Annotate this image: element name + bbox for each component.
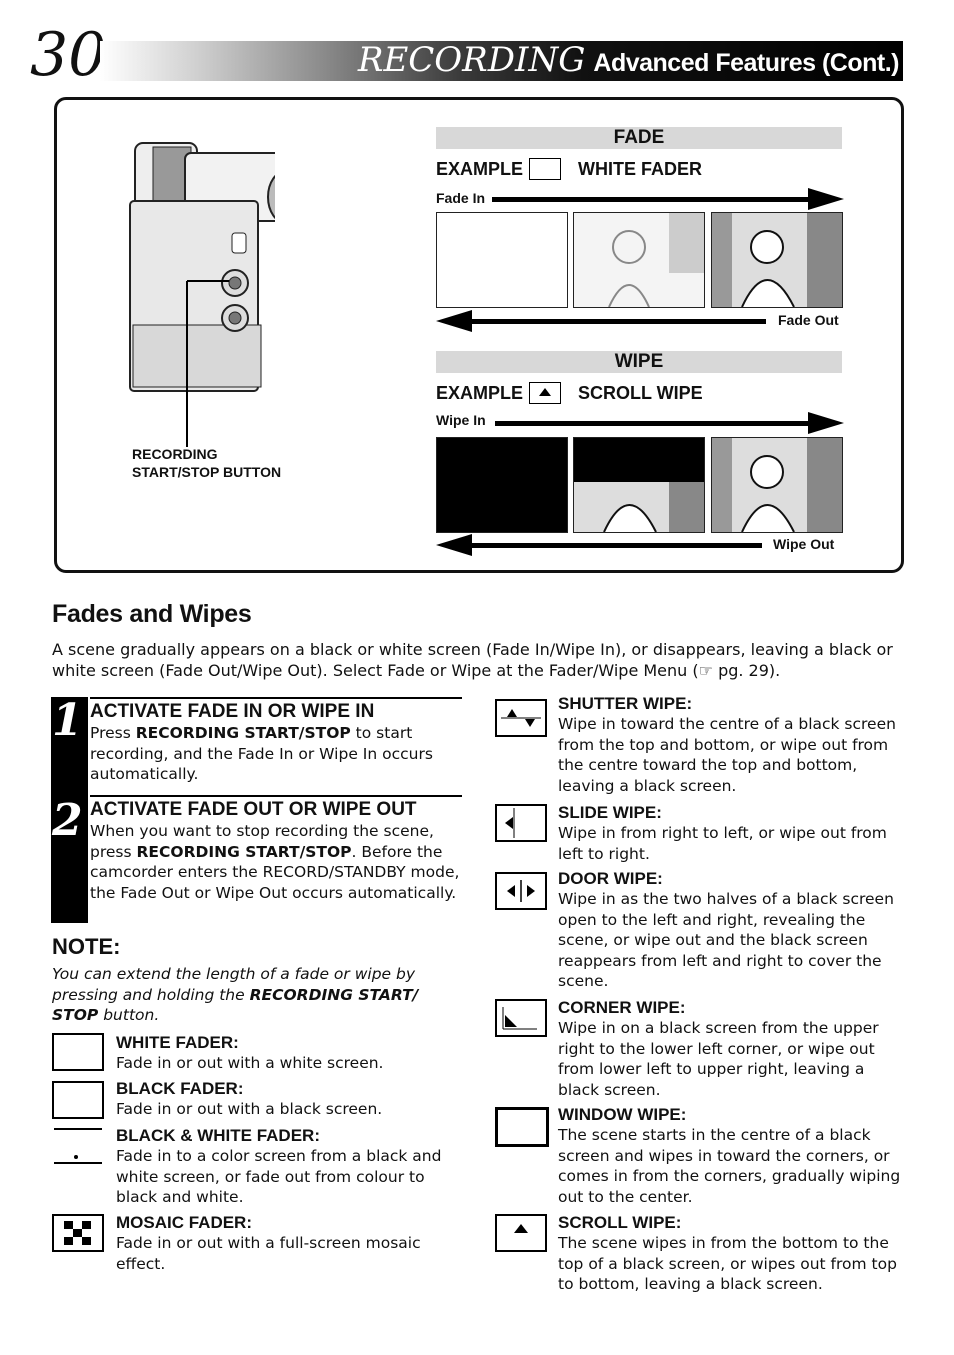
fader-black-desc: Fade in or out with a black screen. — [116, 1100, 383, 1118]
step-1-text-pre: Press — [90, 724, 136, 742]
white-fader-icon — [52, 1033, 104, 1071]
wipe-window-desc: The scene starts in the centre of a blac… — [558, 1126, 901, 1206]
fader-bw-title: BLACK & WHITE FADER: — [116, 1126, 320, 1145]
note-heading: NOTE: — [52, 934, 121, 959]
button-callout: RECORDING START/STOP BUTTON — [132, 445, 281, 481]
title-recording: RECORDING — [357, 40, 586, 80]
fader-white: WHITE FADER: Fade in or out with a white… — [116, 1032, 461, 1074]
fade-frame-2 — [573, 212, 705, 308]
fader-bw-desc: Fade in to a color screen from a black a… — [116, 1147, 442, 1206]
section-intro: A scene gradually appears on a black or … — [52, 640, 893, 680]
note-text: You can extend the length of a fade or w… — [52, 964, 437, 1026]
wipe-example-name: SCROLL WIPE — [578, 383, 703, 403]
wipe-door-desc: Wipe in as the two halves of a black scr… — [558, 890, 894, 990]
wipe-window-title: WINDOW WIPE: — [558, 1105, 687, 1124]
wipe-in-label: Wipe In — [436, 412, 486, 428]
fader-mosaic-desc: Fade in or out with a full-screen mosaic… — [116, 1234, 421, 1273]
callout-line1: RECORDING — [132, 446, 218, 462]
wipe-door-title: DOOR WIPE: — [558, 869, 663, 888]
door-wipe-icon — [495, 872, 547, 910]
step-2: ACTIVATE FADE OUT OR WIPE OUT When you w… — [90, 795, 462, 903]
wipe-scroll-desc: The scene wipes in from the bottom to th… — [558, 1234, 897, 1293]
wipe-slide-title: SLIDE WIPE: — [558, 803, 662, 822]
page-number: 30 — [30, 20, 107, 90]
shutter-wipe-icon — [495, 699, 547, 737]
fader-black: BLACK FADER: Fade in or out with a black… — [116, 1078, 461, 1120]
wipe-door: DOOR WIPE: Wipe in as the two halves of … — [558, 868, 908, 992]
section-title: Fades and Wipes — [52, 600, 252, 628]
step-2-text-bold: RECORDING START/STOP — [136, 842, 352, 861]
wipe-window: WINDOW WIPE: The scene starts in the cen… — [558, 1104, 908, 1207]
scroll-wipe-icon — [495, 1214, 547, 1252]
wipe-shutter: SHUTTER WIPE: Wipe in toward the centre … — [558, 693, 908, 796]
fader-white-title: WHITE FADER: — [116, 1033, 239, 1052]
note-text-bold: RECORDING START/ STOP — [52, 985, 419, 1025]
scroll-wipe-example-icon — [529, 382, 561, 404]
mosaic-fader-icon — [52, 1214, 104, 1252]
step-2-text: When you want to stop recording the scen… — [90, 821, 462, 903]
wipe-frame-2 — [573, 437, 705, 533]
step-1-text: Press RECORDING START/STOP to start reco… — [90, 723, 462, 785]
wipe-slide: SLIDE WIPE: Wipe in from right to left, … — [558, 802, 908, 864]
fade-frame-3 — [711, 212, 843, 308]
wipe-corner-desc: Wipe in on a black screen from the upper… — [558, 1019, 879, 1099]
step-2-text-post: . Before the camcorder enters the RECORD… — [90, 842, 460, 902]
title-subtitle: Advanced Features (Cont.) — [593, 49, 899, 77]
wipe-slide-desc: Wipe in from right to left, or wipe out … — [558, 824, 887, 863]
step-2-number: 2 — [52, 795, 83, 846]
fade-example-name: WHITE FADER — [578, 159, 702, 179]
white-fader-icon — [529, 158, 561, 180]
fader-white-desc: Fade in or out with a white screen. — [116, 1054, 384, 1072]
wipe-corner-title: CORNER WIPE: — [558, 998, 686, 1017]
wipe-corner: CORNER WIPE: Wipe in on a black screen f… — [558, 997, 908, 1100]
wipe-out-arrow — [436, 534, 762, 556]
step-1-heading: ACTIVATE FADE IN OR WIPE IN — [90, 697, 462, 723]
wipe-out-label: Wipe Out — [773, 536, 835, 552]
black-fader-icon — [52, 1081, 104, 1119]
illustration-panel — [54, 97, 904, 573]
wipe-heading: WIPE — [436, 351, 842, 373]
fader-mosaic-title: MOSAIC FADER: — [116, 1213, 252, 1232]
corner-wipe-icon — [495, 999, 547, 1037]
callout-line2: START/STOP BUTTON — [132, 464, 282, 480]
fade-in-arrow — [492, 188, 844, 210]
camcorder-illustration — [129, 142, 275, 447]
step-2-heading: ACTIVATE FADE OUT OR WIPE OUT — [90, 795, 462, 821]
fader-mosaic: MOSAIC FADER: Fade in or out with a full… — [116, 1212, 461, 1274]
wipe-shutter-title: SHUTTER WIPE: — [558, 694, 693, 713]
fade-frame-1 — [436, 212, 568, 308]
wipe-shutter-desc: Wipe in toward the centre of a black scr… — [558, 715, 896, 795]
wipe-scroll-title: SCROLL WIPE: — [558, 1213, 682, 1232]
wipe-frame-3 — [711, 437, 843, 533]
wipe-in-arrow — [495, 412, 844, 434]
fade-heading: FADE — [436, 127, 842, 149]
step-bar — [51, 697, 88, 923]
note-text-post: button. — [98, 1006, 160, 1024]
step-2-text-pre: When you want to stop recording the scen… — [90, 822, 434, 861]
step-1-text-post: to start recording, and the Fade In or W… — [90, 724, 433, 783]
window-wipe-icon — [495, 1107, 549, 1147]
step-1-number: 1 — [52, 695, 83, 746]
fade-in-label: Fade In — [436, 190, 486, 206]
header-bar — [100, 41, 903, 81]
wipe-scroll: SCROLL WIPE: The scene wipes in from the… — [558, 1212, 908, 1295]
fade-example-label: EXAMPLE — [436, 159, 524, 179]
fader-bw: BLACK & WHITE FADER: Fade in to a color … — [116, 1125, 461, 1208]
note-text-pre: You can extend the length of a fade or w… — [52, 965, 416, 1004]
wipe-frame-1 — [436, 437, 568, 533]
step-1: ACTIVATE FADE IN OR WIPE IN Press RECORD… — [90, 697, 462, 785]
black-white-fader-icon — [54, 1128, 102, 1164]
fade-out-label: Fade Out — [778, 312, 839, 328]
fade-out-arrow — [436, 310, 766, 332]
wipe-example-label: EXAMPLE — [436, 383, 524, 403]
slide-wipe-icon — [495, 804, 547, 842]
step-1-text-bold: RECORDING START/STOP — [135, 724, 351, 742]
fader-black-title: BLACK FADER: — [116, 1079, 244, 1098]
